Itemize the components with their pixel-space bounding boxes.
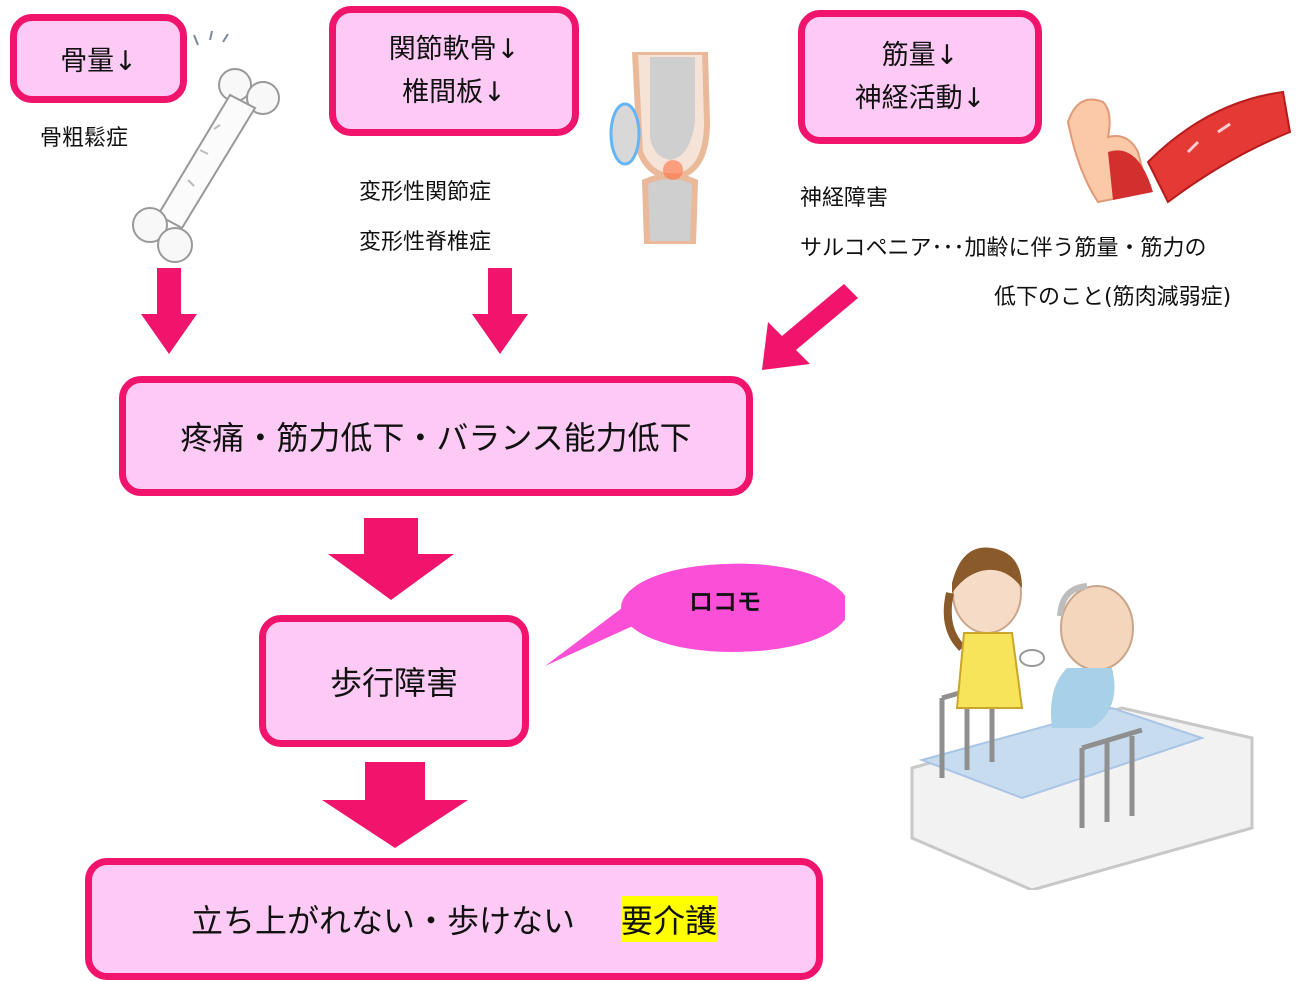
sarcopenia-text-1: サルコペニア･･･加齢に伴う筋量・筋力の [800,236,1207,261]
bone-mass-box: 骨量↓ [10,14,187,103]
muscle-nerve-box: 筋量↓ 神経活動↓ [798,10,1042,144]
pain-weakness-box: 疼痛・筋力低下・バランス能力低下 [119,376,753,496]
down-arrow-bottom [322,762,468,848]
bone-illustration [132,30,280,263]
locomo-speech-bubble [545,563,845,666]
diagonal-arrow-right [762,284,858,370]
pain-weakness-label: 疼痛・筋力低下・バランス能力低下 [180,419,692,457]
neuropathy-text: 神経障害 [800,186,889,211]
cartilage-disc-box: 関節軟骨↓ 椎間板↓ [329,6,579,136]
nerve-activity-label: 神経活動↓ [854,83,986,114]
caregiver-bed-illustration [872,498,1288,890]
sarcopenia-text-2: 低下のこと(筋肉減弱症) [994,285,1232,310]
knee-joint-illustration [595,52,745,244]
osteoarthritis-text: 変形性関節症 [359,180,492,205]
down-arrow-center [472,268,528,354]
down-arrow-left [141,268,197,354]
cannot-walk-label: 立ち上がれない・歩けない [190,902,575,940]
cannot-walk-box: 立ち上がれない・歩けない 要介護 [85,858,823,980]
osteoporosis-text: 骨粗鬆症 [40,126,129,151]
disc-label: 椎間板↓ [402,77,506,108]
locomo-label: ロコモ [689,588,761,616]
arm-muscle-illustration [1066,90,1292,204]
muscle-mass-label: 筋量↓ [881,39,959,71]
cartilage-label: 関節軟骨↓ [388,33,520,65]
care-needed-highlight: 要介護 [621,896,718,942]
down-arrow-mid [328,518,454,600]
bone-mass-label: 骨量↓ [60,46,137,77]
gait-disorder-box: 歩行障害 [259,615,529,747]
spondylosis-text: 変形性脊椎症 [359,230,492,255]
gait-disorder-label: 歩行障害 [329,664,458,702]
